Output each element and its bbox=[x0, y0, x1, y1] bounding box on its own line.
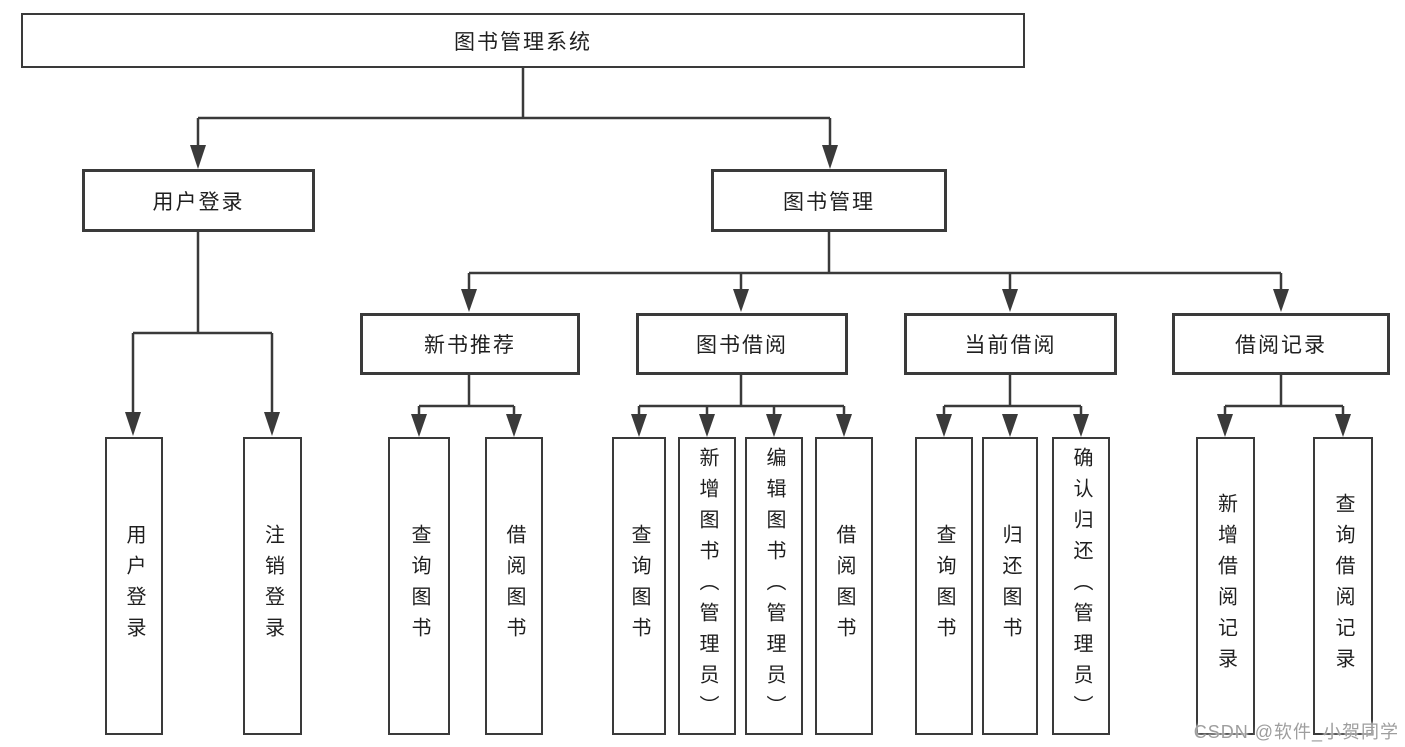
leaf-user-login: 用户登录 bbox=[105, 437, 163, 735]
node-book-borrow: 图书借阅 bbox=[636, 313, 848, 375]
leaf-recommend-borrow-books: 借阅图书 bbox=[485, 437, 543, 735]
leaf-label: 新增图书（管理员） bbox=[696, 446, 718, 726]
leaf-current-query-books: 查询图书 bbox=[915, 437, 973, 735]
leaf-label: 查询借阅记录 bbox=[1332, 493, 1354, 679]
node-label: 用户登录 bbox=[152, 190, 245, 214]
leaf-label: 新增借阅记录 bbox=[1214, 493, 1237, 679]
node-user-login: 用户登录 bbox=[82, 169, 315, 232]
arrowheads-leaves bbox=[411, 414, 1351, 437]
node-label: 借阅记录 bbox=[1235, 334, 1327, 357]
leaf-recommend-query-books: 查询图书 bbox=[388, 437, 450, 735]
connector-book-borrow-leaves bbox=[637, 375, 846, 417]
node-library-system: 图书管理系统 bbox=[21, 13, 1025, 68]
leaf-edit-book-admin: 编辑图书（管理员） bbox=[745, 437, 803, 735]
connector-current-borrow-leaves bbox=[942, 375, 1083, 417]
leaf-confirm-return-admin: 确认归还（管理员） bbox=[1052, 437, 1110, 735]
node-new-book-recommend: 新书推荐 bbox=[360, 313, 580, 375]
leaf-label: 借阅图书 bbox=[503, 524, 525, 648]
leaf-borrow-book: 借阅图书 bbox=[815, 437, 873, 735]
arrowheads-level3 bbox=[461, 289, 1289, 312]
connector-new-book-recommend-leaves bbox=[417, 375, 516, 417]
leaf-label: 注销登录 bbox=[261, 524, 284, 648]
leaf-label: 查询图书 bbox=[628, 524, 650, 648]
leaf-label: 归还图书 bbox=[999, 524, 1021, 648]
leaf-label: 查询图书 bbox=[933, 524, 955, 648]
arrowheads-level2 bbox=[190, 145, 838, 169]
node-label: 图书管理系统 bbox=[454, 30, 592, 54]
node-current-borrow: 当前借阅 bbox=[904, 313, 1117, 375]
node-label: 新书推荐 bbox=[424, 334, 516, 357]
arrowheads-user-login-leaves bbox=[125, 412, 280, 436]
leaf-label: 借阅图书 bbox=[833, 524, 855, 648]
leaf-return-book: 归还图书 bbox=[982, 437, 1038, 735]
leaf-logout: 注销登录 bbox=[243, 437, 302, 735]
node-borrow-records: 借阅记录 bbox=[1172, 313, 1390, 375]
node-label: 图书借阅 bbox=[696, 334, 788, 357]
connector-root-to-level2 bbox=[196, 68, 832, 148]
connector-book-management-branch bbox=[467, 232, 1283, 292]
csdn-watermark: CSDN @软件_小贺同学 bbox=[1193, 722, 1399, 742]
connector-borrow-records-leaves bbox=[1223, 375, 1345, 417]
connector-user-login-branch bbox=[131, 232, 274, 416]
leaf-add-book-admin: 新增图书（管理员） bbox=[678, 437, 736, 735]
leaf-borrow-query-books: 查询图书 bbox=[612, 437, 666, 735]
leaf-query-borrow-record: 查询借阅记录 bbox=[1313, 437, 1373, 735]
leaf-label: 确认归还（管理员） bbox=[1070, 446, 1092, 726]
leaf-label: 编辑图书（管理员） bbox=[763, 446, 785, 726]
leaf-label: 查询图书 bbox=[408, 524, 430, 648]
node-label: 当前借阅 bbox=[964, 334, 1057, 357]
node-book-management: 图书管理 bbox=[711, 169, 947, 232]
leaf-label: 用户登录 bbox=[123, 524, 145, 648]
node-label: 图书管理 bbox=[783, 190, 875, 214]
leaf-add-borrow-record: 新增借阅记录 bbox=[1196, 437, 1255, 735]
